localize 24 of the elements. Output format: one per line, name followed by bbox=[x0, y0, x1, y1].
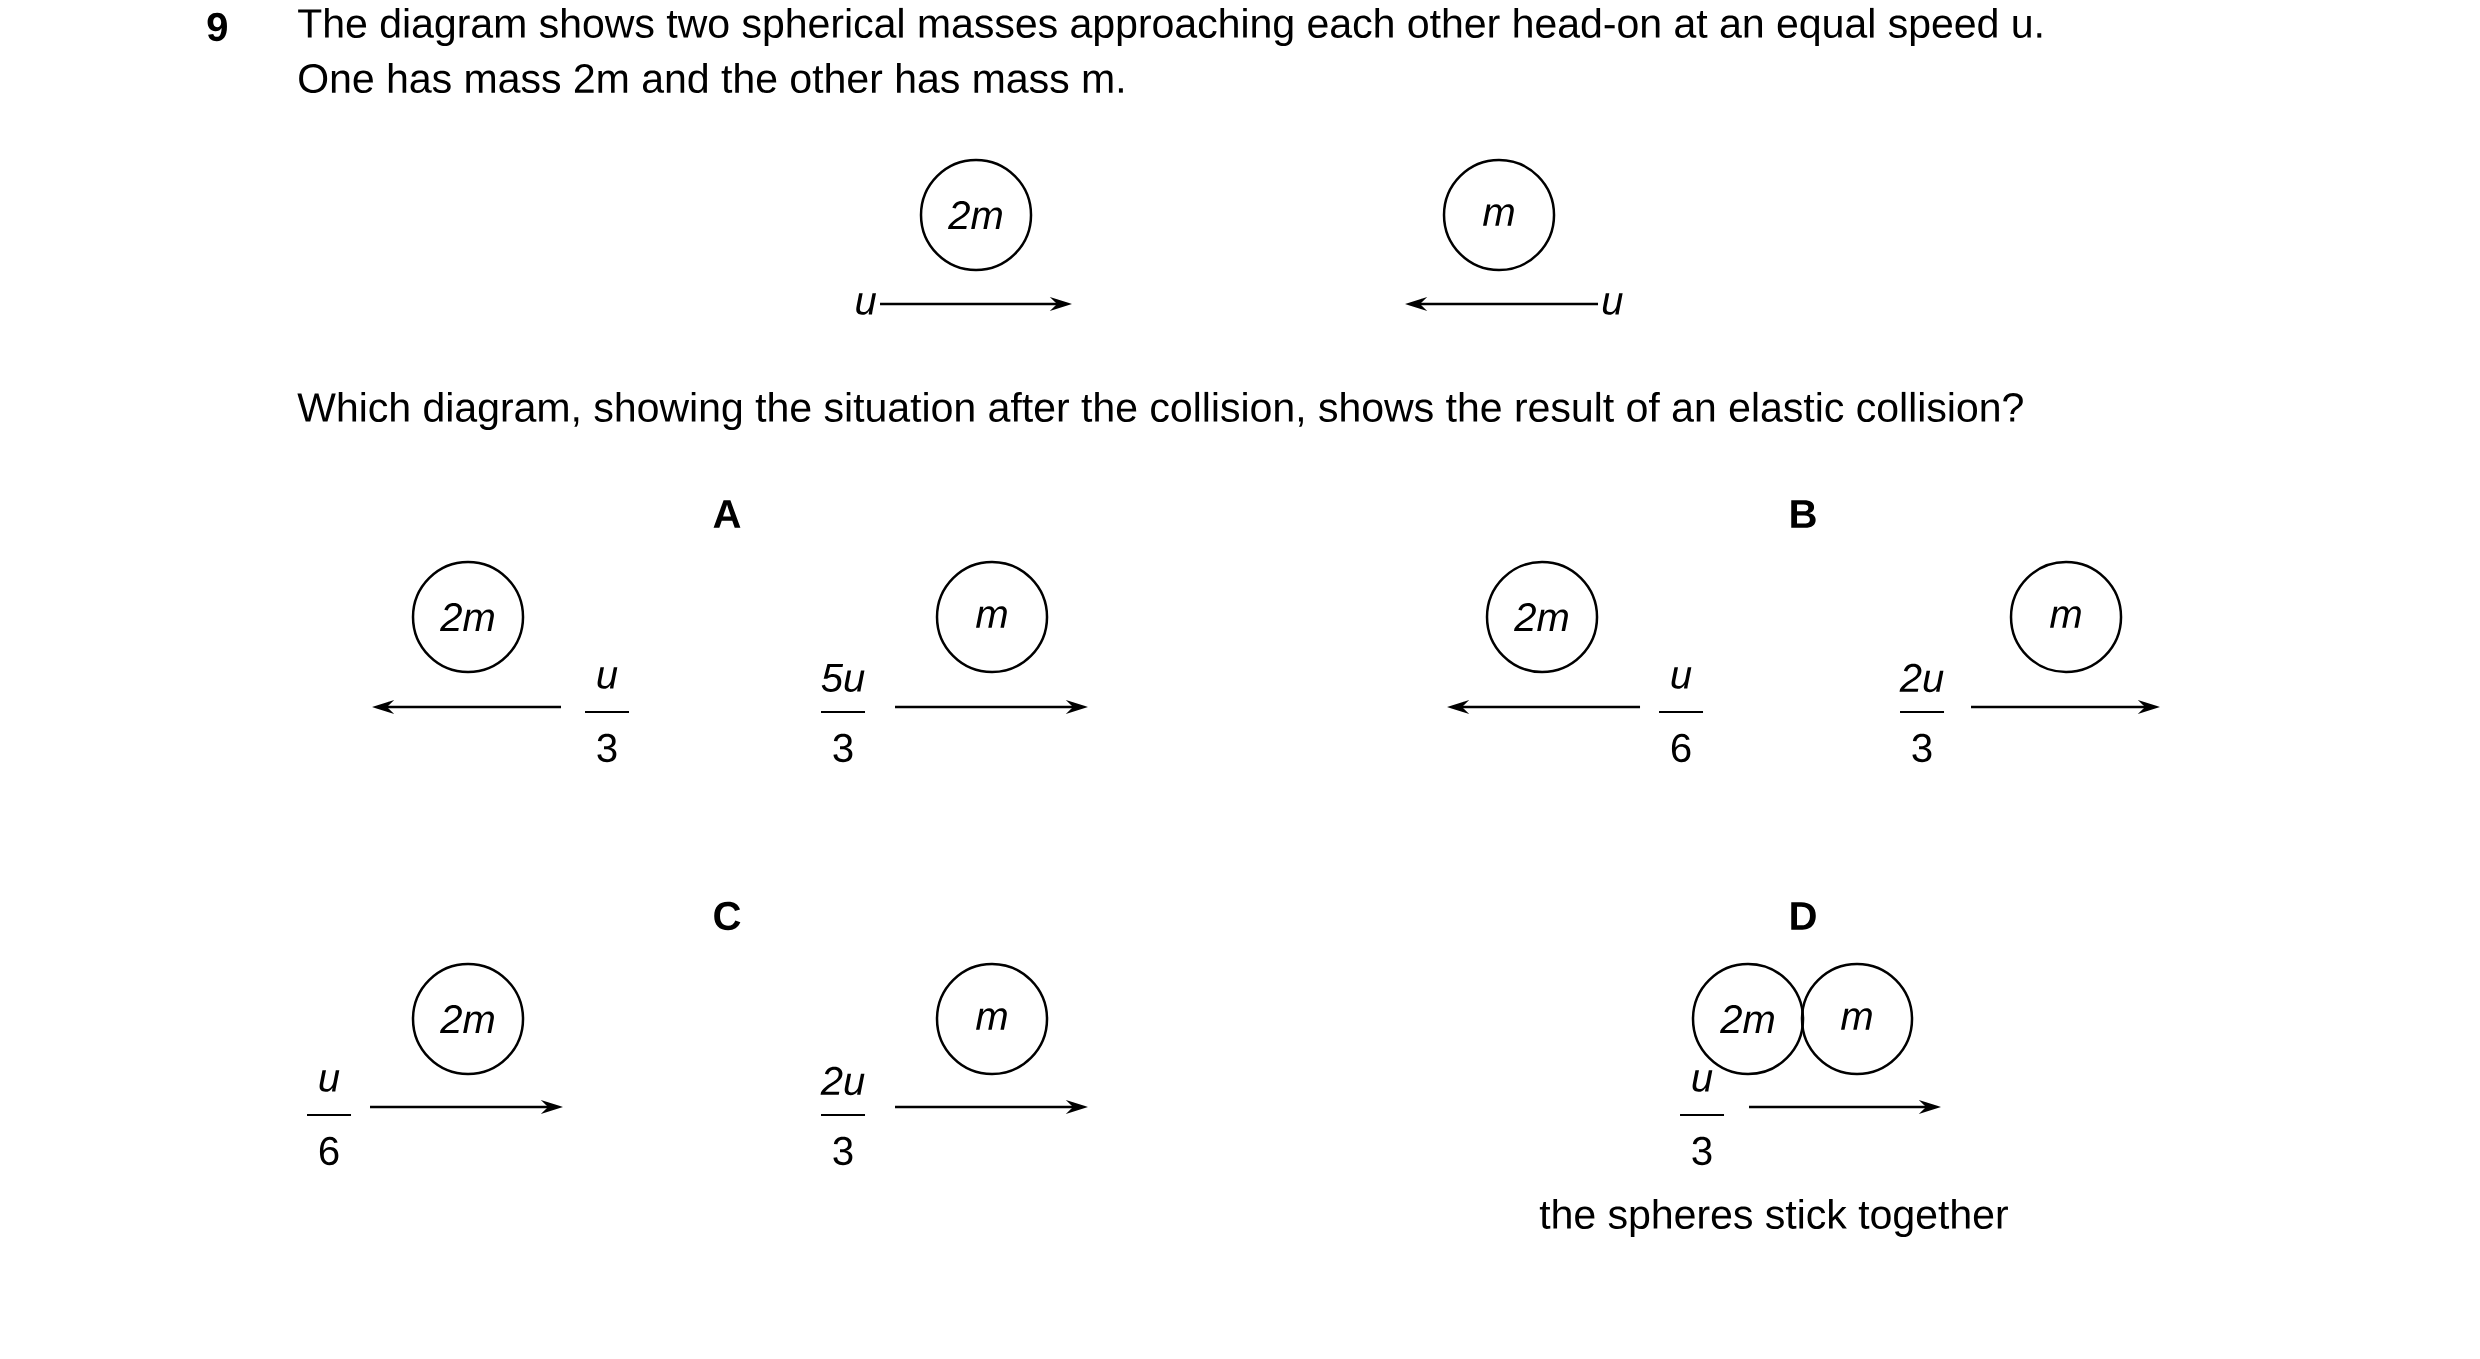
speed-fraction-part: 2u bbox=[1899, 663, 1944, 693]
question-text: One has mass 2m and the other has mass m. bbox=[299, 62, 1123, 94]
speed-fraction-part: 3 bbox=[597, 733, 617, 763]
option-letter: D bbox=[1791, 902, 1816, 930]
question-text: Which diagram, showing the situation after the collision, shows the result of an elastic collision? bbox=[297, 391, 2023, 431]
option-letter: A bbox=[713, 500, 741, 528]
speed-fraction-part: 3 bbox=[833, 1136, 853, 1166]
option-letter: B bbox=[1791, 500, 1816, 528]
speed-fraction-part: 3 bbox=[1692, 1136, 1712, 1166]
speed-fraction-part: 3 bbox=[1912, 733, 1932, 763]
speed-label: u bbox=[1602, 293, 1623, 315]
speed-fraction-part: u bbox=[597, 667, 618, 689]
speed-fraction-part: 5u bbox=[821, 664, 865, 692]
option-letter: C bbox=[714, 901, 741, 931]
speed-fraction-part: 3 bbox=[833, 733, 853, 763]
speed-fraction-part: 2u bbox=[820, 1066, 865, 1096]
question-number: 9 bbox=[207, 12, 227, 42]
note-text: the spheres stick together bbox=[1539, 1198, 2008, 1238]
speed-fraction-part: 6 bbox=[1671, 733, 1691, 763]
speed-fraction-part: u bbox=[319, 1070, 340, 1092]
speed-label: u bbox=[856, 293, 876, 315]
speed-fraction-part: 6 bbox=[319, 1136, 339, 1166]
speed-fraction-part: u bbox=[1671, 667, 1692, 689]
question-text: The diagram shows two spherical masses approaching each other head-on at an equal speed u. bbox=[298, 7, 2042, 47]
